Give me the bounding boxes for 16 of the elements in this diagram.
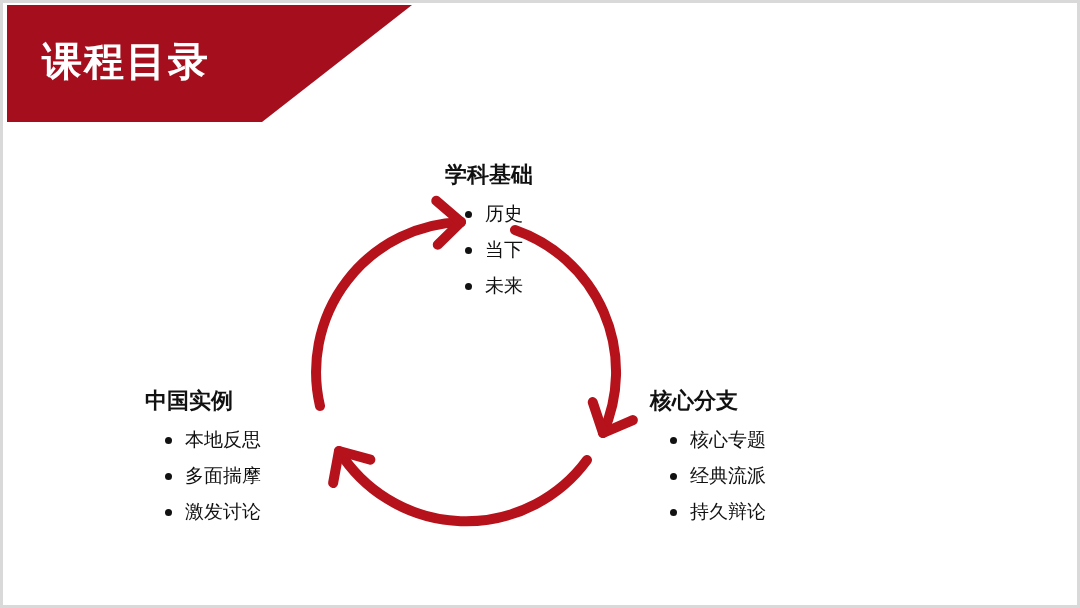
list-item: 本地反思 — [185, 427, 261, 452]
node-heading: 学科基础 — [445, 161, 534, 189]
list-item: 当下 — [485, 237, 523, 262]
list-item: 核心专题 — [690, 427, 766, 452]
list-item: 激发讨论 — [185, 499, 261, 524]
curved-arrow — [330, 446, 592, 527]
list-item: 历史 — [485, 201, 523, 226]
curved-arrow — [311, 197, 466, 411]
list-item: 经典流派 — [690, 463, 766, 488]
list-item: 未来 — [485, 273, 523, 298]
list-item: 持久辩论 — [690, 499, 766, 524]
curved-arrow — [510, 225, 637, 438]
list-item: 多面揣摩 — [185, 463, 261, 488]
node-heading: 核心分支 — [650, 387, 739, 415]
node-heading: 中国实例 — [145, 387, 234, 415]
slide-title: 课程目录 — [42, 37, 210, 86]
